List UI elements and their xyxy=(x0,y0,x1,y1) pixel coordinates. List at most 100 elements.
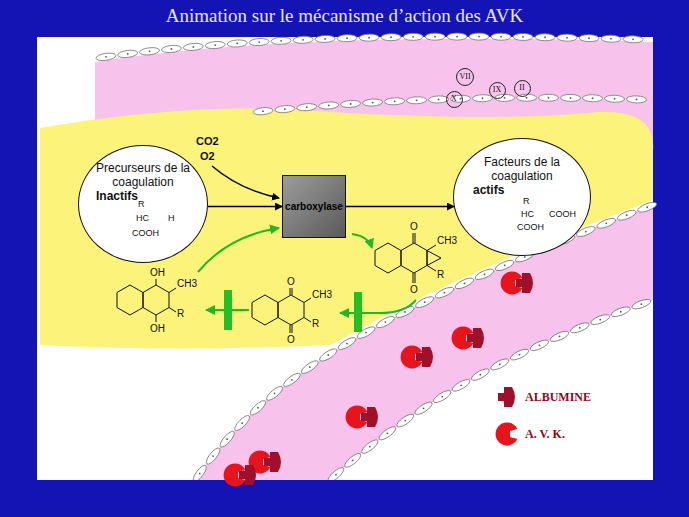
cell-nucleus xyxy=(478,36,480,38)
cell xyxy=(271,37,291,45)
cell-nucleus xyxy=(404,420,406,422)
cell xyxy=(491,33,511,40)
cell xyxy=(161,44,182,53)
ring xyxy=(375,243,401,273)
cell xyxy=(616,208,637,222)
cell xyxy=(626,96,646,104)
cell-nucleus xyxy=(524,256,526,258)
bond xyxy=(427,266,436,272)
atom-label: HC xyxy=(521,210,534,219)
cell-nucleus xyxy=(306,106,308,108)
bond xyxy=(169,308,176,313)
cell xyxy=(359,34,379,41)
cell-nucleus xyxy=(482,97,484,99)
cell-nucleus xyxy=(274,392,276,394)
atom-label: R xyxy=(523,197,530,206)
cell-nucleus xyxy=(460,384,462,386)
cell-nucleus xyxy=(504,97,506,99)
cell-nucleus xyxy=(438,99,440,101)
ring xyxy=(401,243,427,273)
cell-nucleus xyxy=(327,354,329,356)
cell-nucleus xyxy=(559,335,561,337)
cell xyxy=(395,412,415,429)
cell-nucleus xyxy=(324,38,326,40)
cell-nucleus xyxy=(372,102,374,104)
cell xyxy=(318,101,338,109)
cell xyxy=(362,98,382,106)
cell xyxy=(604,95,624,103)
bond xyxy=(304,298,311,303)
slide-area xyxy=(37,37,653,480)
cell-nucleus xyxy=(484,273,486,275)
cell-nucleus xyxy=(504,265,506,267)
cell-nucleus xyxy=(620,311,622,313)
cell xyxy=(579,34,599,41)
atom-label: O xyxy=(410,222,418,232)
cell-nucleus xyxy=(368,37,370,39)
node-text: IX xyxy=(493,86,501,94)
gas-formula: O2 xyxy=(200,151,215,162)
cell xyxy=(434,285,455,300)
cell-nucleus xyxy=(214,44,216,46)
bond xyxy=(156,279,157,285)
factor-circle: X xyxy=(446,91,463,108)
cell xyxy=(375,314,396,330)
cell-nucleus xyxy=(390,36,392,38)
factor-circle: IX xyxy=(489,82,506,99)
cell xyxy=(529,338,550,353)
cell-nucleus xyxy=(592,97,594,99)
bond xyxy=(156,315,157,322)
atom-label: O xyxy=(287,335,295,345)
bond xyxy=(290,325,291,333)
bond xyxy=(427,245,436,251)
cell-nucleus xyxy=(636,98,638,100)
cell-nucleus xyxy=(434,36,436,38)
cell xyxy=(596,216,617,230)
atom-label: O xyxy=(287,277,295,287)
cell-nucleus xyxy=(585,231,587,233)
cell xyxy=(413,400,434,417)
cell-nucleus xyxy=(335,474,337,476)
cell-nucleus xyxy=(291,379,293,381)
cell-nucleus xyxy=(350,103,352,105)
cell xyxy=(249,38,269,46)
cell xyxy=(450,95,470,103)
atom-label: CH3 xyxy=(312,290,332,300)
cell xyxy=(384,97,404,105)
atom-label: CH3 xyxy=(437,236,457,246)
cell xyxy=(293,36,313,44)
cell xyxy=(343,451,363,469)
cell-nucleus xyxy=(236,43,238,45)
node-text: VII xyxy=(459,73,470,81)
cell-nucleus xyxy=(522,36,524,38)
cell xyxy=(631,297,652,310)
cell-nucleus xyxy=(386,432,388,434)
cell-nucleus xyxy=(646,206,648,208)
cell xyxy=(377,425,397,442)
cell-nucleus xyxy=(394,100,396,102)
cell-nucleus xyxy=(385,321,387,323)
cell xyxy=(489,357,510,372)
node-text: Precurseurs de la coagulation xyxy=(92,161,194,189)
cell xyxy=(297,103,318,112)
cell xyxy=(560,94,580,101)
cell-nucleus xyxy=(199,473,201,475)
cycle-arrow xyxy=(340,300,416,313)
flow-arrow xyxy=(208,206,282,208)
albumin-avk-complexes xyxy=(224,272,533,487)
cell-nucleus xyxy=(640,303,642,305)
cell-nucleus xyxy=(423,407,425,409)
atom-label: H xyxy=(168,214,175,223)
cell-nucleus xyxy=(444,292,446,294)
cell-nucleus xyxy=(544,36,546,38)
cell-nucleus xyxy=(519,354,521,356)
cell xyxy=(233,413,252,432)
bond xyxy=(169,288,176,293)
legend-text: A. V. K. xyxy=(525,428,565,440)
avk-icon xyxy=(496,423,518,446)
cell xyxy=(381,34,401,41)
factor-ellipse: Facteurs de la coagulationactifs xyxy=(453,138,591,256)
cell-nucleus xyxy=(570,97,572,99)
cell-nucleus xyxy=(365,332,367,334)
